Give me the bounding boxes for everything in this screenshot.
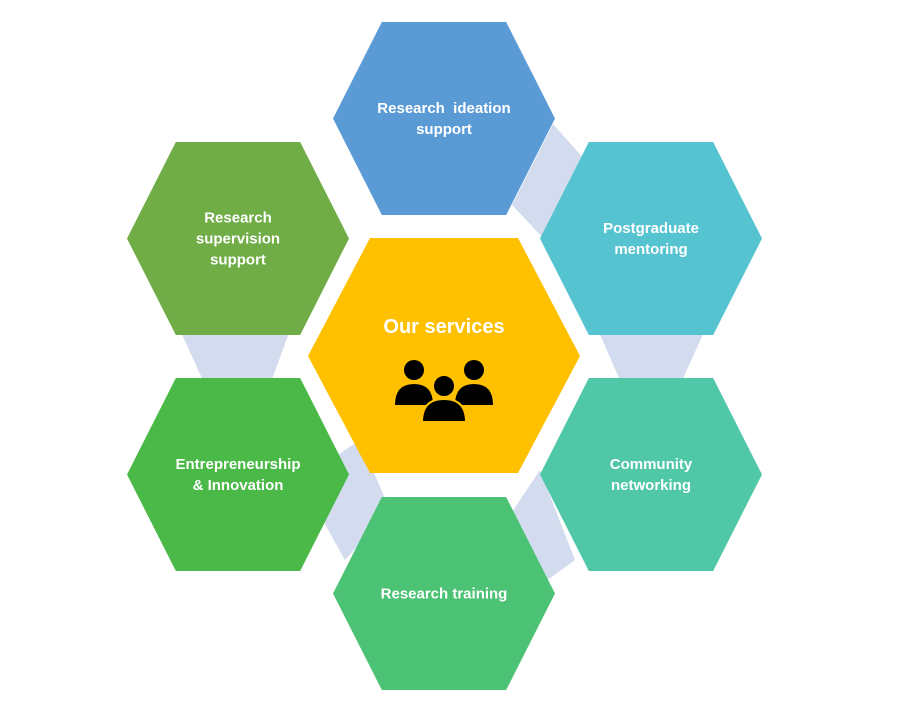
service-hexagon: Research supervision support [127, 142, 349, 335]
service-label: support [416, 121, 472, 138]
service-hexagon: Research ideation support [333, 22, 555, 215]
service-label: Research training [381, 586, 508, 603]
service-hexagon: Community networking [540, 378, 762, 571]
service-label: mentoring [614, 241, 687, 258]
connector-left [180, 330, 290, 385]
center-title: Our services [383, 316, 504, 338]
service-label: Entrepreneurship [175, 456, 300, 473]
service-label: supervision [196, 231, 280, 248]
hexagon-shape [333, 497, 555, 690]
service-hexagon: Research training [333, 497, 555, 690]
connector-right [598, 330, 705, 385]
hexagon-shape [333, 22, 555, 215]
service-label: Research [204, 210, 272, 227]
hexagon-shape [540, 142, 762, 335]
hexagon-shape [127, 378, 349, 571]
center-hexagon-shape [308, 238, 580, 473]
service-label: Research ideation [377, 100, 510, 117]
connector-top-right [512, 124, 585, 240]
service-hexagon: Postgraduate mentoring [540, 142, 762, 335]
service-hexagon: Entrepreneurship & Innovation [127, 378, 349, 571]
group-of-people-icon [395, 360, 493, 423]
service-label: Community [610, 456, 693, 473]
service-label: & Innovation [193, 477, 284, 494]
center-hexagon: Our services [308, 238, 580, 473]
service-label: networking [611, 477, 691, 494]
service-label: Postgraduate [603, 220, 699, 237]
service-label: support [210, 252, 266, 269]
hexagon-shape [127, 142, 349, 335]
hexagon-shape [540, 378, 762, 571]
